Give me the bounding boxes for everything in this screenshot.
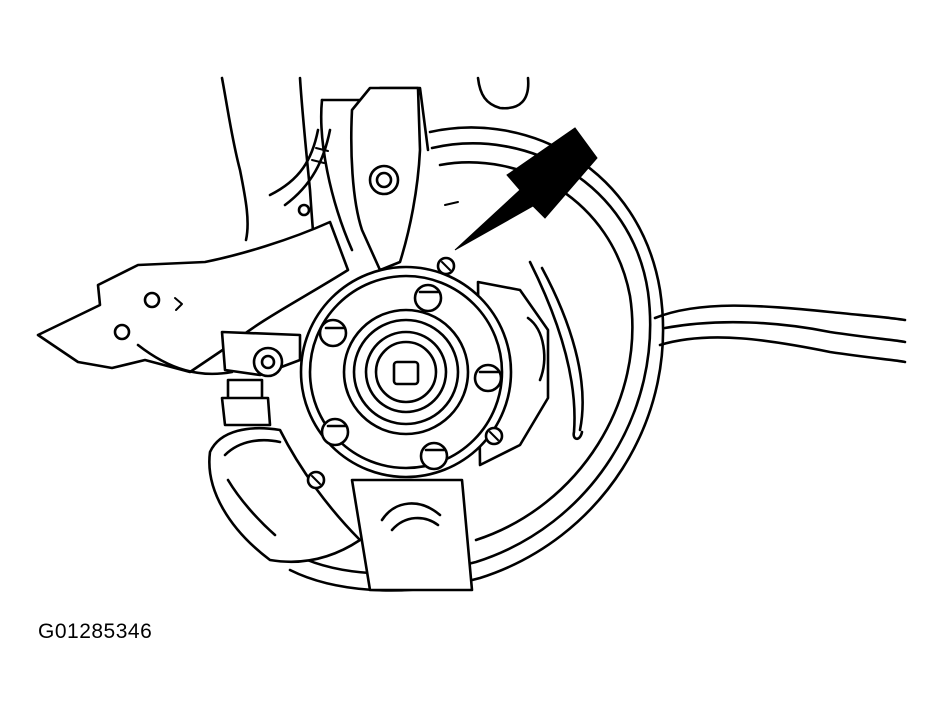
shield-bolt-upper — [297, 203, 311, 217]
wheel-studs — [318, 283, 503, 471]
lower-control-arm — [36, 220, 350, 376]
shield-bolt-left — [306, 470, 326, 490]
wheel-stud-5 — [419, 441, 449, 471]
callout-arrow-icon — [454, 127, 598, 251]
brake-line — [268, 128, 332, 207]
wheel-stud-4 — [320, 417, 350, 447]
hub-center — [342, 308, 470, 436]
shield-bolt-top — [436, 256, 456, 276]
shield-bolts — [297, 203, 504, 490]
stabilizer-bar — [653, 304, 907, 364]
figure-id-label: G01285346 — [38, 620, 153, 643]
wheel-stud-1 — [413, 283, 443, 313]
wheel-stud-3 — [473, 363, 503, 393]
wheel-stud-2 — [318, 318, 348, 348]
shield-bolt-right — [484, 426, 504, 446]
